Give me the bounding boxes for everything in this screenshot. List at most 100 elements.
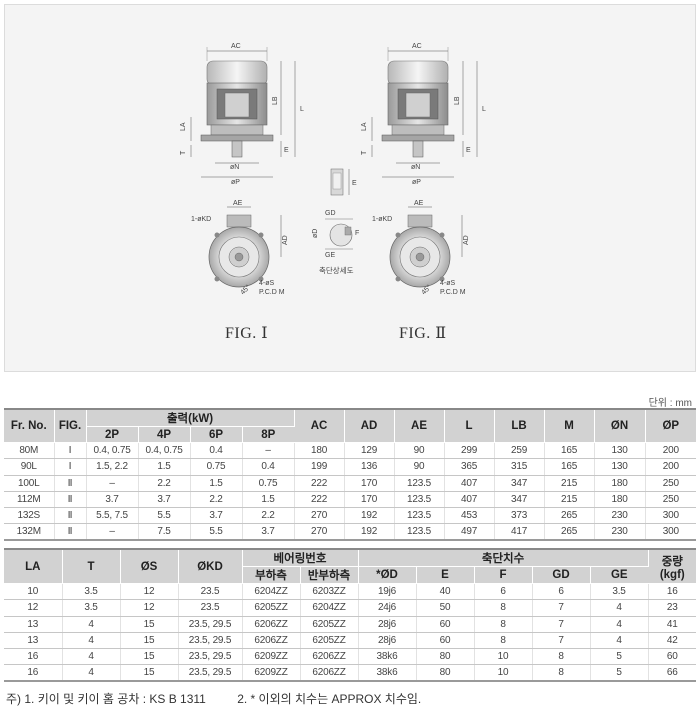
table-cell: 3.7 — [138, 491, 191, 509]
table-cell: Ⅱ — [54, 523, 87, 542]
table-cell: 6206ZZ — [300, 648, 359, 666]
header-weight-label: 중량 — [661, 555, 683, 568]
table-cell: 123.5 — [394, 475, 445, 492]
table-cell: 13 — [4, 616, 63, 633]
table-cell: 170 — [344, 475, 395, 492]
table-cell: 123.5 — [394, 491, 445, 509]
table-cell: 2.2 — [242, 507, 295, 525]
table-cell: 8 — [474, 632, 533, 650]
header-ge: GE — [590, 566, 649, 584]
key-dim-e-label: E — [352, 180, 357, 187]
table-cell: 407 — [444, 475, 495, 492]
table-cell: 16 — [648, 583, 697, 601]
table-cell: 0.75 — [190, 458, 243, 476]
table-cell: 6206ZZ — [242, 632, 301, 650]
shaft-dim-f-label: F — [355, 230, 359, 237]
fig1-dim-ae-label: AE — [233, 200, 243, 207]
unit-note: 단위 : mm — [648, 398, 692, 409]
table-cell: 4 — [590, 616, 649, 633]
table-cell: 16 — [4, 648, 63, 666]
shaft-detail-label: 축단상세도 — [319, 265, 354, 275]
table-cell: 3.5 — [62, 583, 121, 601]
header-lb: LB — [494, 409, 545, 443]
table-cell: 0.4, 0.75 — [138, 442, 191, 460]
header-bearing: 베어링번호 — [242, 549, 359, 567]
header-kd: ØKD — [178, 549, 243, 584]
table-cell: 6203ZZ — [300, 583, 359, 601]
table-cell: 222 — [294, 475, 345, 492]
table-cell: 5.5 — [138, 507, 191, 525]
table-cell: 41 — [648, 616, 697, 633]
table-cell: 129 — [344, 442, 395, 460]
fig1-dim-s-label: 4-øS — [259, 280, 275, 287]
table-cell: 0.75 — [242, 475, 295, 492]
table-cell: 6204ZZ — [300, 599, 359, 617]
table-cell: 315 — [494, 458, 545, 476]
table-cell: 0.4 — [190, 442, 243, 460]
table-cell: 265 — [544, 507, 595, 525]
fig2-dim-e-label: E — [466, 147, 471, 154]
table-cell: 12 — [120, 583, 179, 601]
table-cell: 130 — [594, 442, 646, 460]
fig2-dim-s-label: 4-øS — [440, 280, 456, 287]
table-cell: 6205ZZ — [300, 616, 359, 633]
table-cell: 199 — [294, 458, 345, 476]
dim-la-label: LA — [180, 122, 187, 131]
fig2-dim-p-label: øP — [412, 179, 421, 186]
table-cell: 13 — [4, 632, 63, 650]
table-cell: 417 — [494, 523, 545, 542]
fig2-dim-n-label: øN — [411, 164, 420, 171]
table-cell: 6206ZZ — [242, 616, 301, 633]
table-cell: 6206ZZ — [300, 664, 359, 683]
table-cell: 7.5 — [138, 523, 191, 542]
table-cell: 4 — [62, 648, 121, 666]
table-cell: 23.5, 29.5 — [178, 616, 243, 633]
fig2-dim-ad-label: AD — [463, 235, 470, 245]
table-cell: 3.5 — [62, 599, 121, 617]
table-cell: 4 — [62, 616, 121, 633]
table-cell: 1.5 — [190, 475, 243, 492]
table-cell: 16 — [4, 664, 63, 683]
table-cell: 259 — [494, 442, 545, 460]
table-cell: 265 — [544, 523, 595, 542]
fig2-dim-t-label: T — [361, 150, 368, 155]
table-cell: 299 — [444, 442, 495, 460]
table-cell: 192 — [344, 523, 395, 542]
fig1-dim-pcd-label: P.C.D M — [259, 289, 285, 296]
table-cell: 19j6 — [358, 583, 417, 601]
table-cell: 10 — [4, 583, 63, 601]
table-cell: 8 — [474, 599, 533, 617]
table-cell: 38k6 — [358, 664, 417, 683]
fig2-dim-pcd-label: P.C.D M — [440, 289, 466, 296]
table-cell: 4 — [590, 599, 649, 617]
header-e: E — [416, 566, 475, 584]
table-cell: 90 — [394, 442, 445, 460]
table-cell: 347 — [494, 475, 545, 492]
header-fig: FIG. — [54, 409, 87, 443]
shaft-dim-ge-label: GE — [325, 252, 335, 259]
table-cell: 132M — [4, 523, 55, 542]
header-ae: AE — [394, 409, 445, 443]
table-cell: 90 — [394, 458, 445, 476]
table-cell: 38k6 — [358, 648, 417, 666]
table-cell: 6 — [474, 583, 533, 601]
table-cell: 200 — [645, 442, 697, 460]
table-cell: 6205ZZ — [300, 632, 359, 650]
header-m: M — [544, 409, 595, 443]
table-cell: 407 — [444, 491, 495, 509]
table-cell: 60 — [416, 632, 475, 650]
dim-lb-label: LB — [272, 96, 279, 105]
table-cell: 1.5 — [138, 458, 191, 476]
drawing-panel: AC LB L E LA T øN øP — [4, 4, 696, 372]
header-anti-load-side: 반부하측 — [300, 566, 359, 584]
table-cell: 5 — [590, 664, 649, 683]
table-cell: 215 — [544, 475, 595, 492]
table-cell: 112M — [4, 491, 55, 509]
table-cell: 60 — [648, 648, 697, 666]
footnote-1: 주) 1. 키이 및 키이 홈 공차 : KS B 1311 — [6, 692, 206, 706]
